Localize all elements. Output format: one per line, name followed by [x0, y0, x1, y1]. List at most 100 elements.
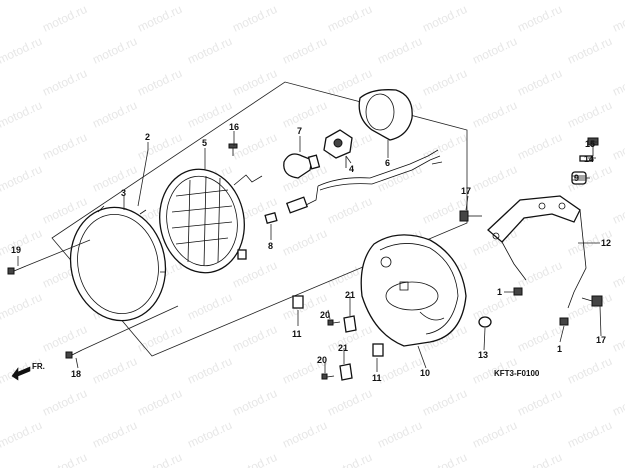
bolt-17-upper	[459, 210, 482, 222]
callout-13: 13	[478, 350, 488, 360]
callout-16: 16	[229, 122, 239, 132]
watermark-text: motod.ru	[230, 450, 279, 468]
watermark-text: motod.ru	[325, 2, 374, 35]
headlight-case	[360, 234, 467, 347]
callout-12: 12	[601, 238, 611, 248]
lens-spring-clip	[233, 174, 263, 186]
watermark-text: motod.ru	[230, 322, 279, 355]
callout-15: 15	[585, 139, 595, 149]
callout-21-upper: 21	[345, 290, 355, 300]
screw-16	[228, 143, 238, 156]
watermark-text: motod.ru	[40, 194, 89, 227]
diagram-code: KFT3-F0100	[494, 369, 540, 378]
watermark-text: motod.ru	[185, 354, 234, 387]
watermark-text: motod.ru	[230, 2, 279, 35]
callout-2: 2	[145, 132, 150, 142]
watermark-text: motod.ru	[90, 354, 139, 387]
watermark-text: motod.ru	[515, 130, 564, 163]
watermark-text: motod.ru	[515, 386, 564, 419]
callout-14: 14	[584, 154, 594, 164]
watermark-text: motod.ru	[40, 130, 89, 163]
watermark-text: motod.ru	[40, 450, 89, 468]
headlight-unit	[159, 168, 247, 274]
screw-20-lower	[321, 373, 335, 380]
watermark-text: motod.ru	[515, 66, 564, 99]
bulb-socket	[323, 129, 353, 168]
watermark-text: motod.ru	[375, 354, 424, 387]
watermark-text: motod.ru	[0, 0, 44, 3]
watermark-text: motod.ru	[610, 66, 625, 99]
watermark-text: motod.ru	[325, 194, 374, 227]
watermark-text: motod.ru	[185, 0, 234, 3]
watermark-text: motod.ru	[325, 450, 374, 468]
watermark-text: motod.ru	[470, 290, 519, 323]
watermark-text: motod.ru	[90, 98, 139, 131]
watermark-text: motod.ru	[610, 450, 625, 468]
cushion-pad	[264, 212, 278, 224]
leader-lines	[17, 131, 602, 373]
callout-11-upper: 11	[292, 329, 302, 339]
watermark-text: motod.ru	[230, 258, 279, 291]
watermark-text: motod.ru	[470, 98, 519, 131]
watermark-text: motod.ru	[0, 162, 44, 195]
watermark-text: motod.ru	[135, 322, 184, 355]
watermark-text: motod.ru	[375, 418, 424, 451]
watermark-text: motod.ru	[470, 418, 519, 451]
callout-10: 10	[420, 368, 430, 378]
dust-cover	[358, 89, 413, 141]
front-direction-arrow: FR.	[11, 362, 45, 381]
watermark-text: motod.ru	[565, 34, 614, 67]
watermark-text: motod.ru	[610, 130, 625, 163]
callout-numbers: 2 3 5 16 7 4 6 8 15 14 9 17 12 1 17 1 13…	[11, 122, 611, 383]
watermark-text: motod.ru	[610, 2, 625, 35]
watermark-text: motod.ru	[90, 34, 139, 67]
watermark-text: motod.ru	[0, 290, 44, 323]
watermark-text: motod.ru	[420, 194, 469, 227]
watermark-text: motod.ru	[565, 0, 614, 3]
watermark-text: motod.ru	[420, 66, 469, 99]
callout-9: 9	[574, 173, 579, 183]
bolt-17-lower	[581, 295, 603, 307]
screw-20-upper	[327, 319, 341, 326]
watermark-text: motod.ru	[375, 0, 424, 3]
watermark-text: motod.ru	[280, 418, 329, 451]
watermark-text: motod.ru	[0, 226, 44, 259]
watermark-text: motod.ru	[565, 98, 614, 131]
screw-19	[7, 265, 27, 275]
watermark-text: motod.ru	[610, 194, 625, 227]
watermark-text: motod.ru	[40, 386, 89, 419]
watermark-text: motod.ru	[185, 290, 234, 323]
watermark-text: motod.ru	[0, 34, 44, 67]
watermark-text: motod.ru	[420, 386, 469, 419]
headlight-bulb	[283, 153, 321, 179]
nut-1-upper	[513, 287, 523, 296]
wiring-harness	[285, 149, 443, 214]
callout-6: 6	[385, 158, 390, 168]
watermark-text: motod.ru	[565, 418, 614, 451]
callout-17-lower: 17	[596, 335, 606, 345]
watermark-text: motod.ru	[280, 0, 329, 3]
watermark-text: motod.ru	[610, 322, 625, 355]
watermark-text: motod.ru	[610, 386, 625, 419]
watermark-text: motod.ru	[0, 98, 44, 131]
watermark-text: motod.ru	[515, 2, 564, 35]
watermark-text: motod.ru	[90, 0, 139, 3]
watermark-text: motod.ru	[470, 162, 519, 195]
callout-1-upper: 1	[497, 287, 502, 297]
watermark-text: motod.ru	[420, 450, 469, 468]
callout-3: 3	[121, 188, 126, 198]
callout-1-lower: 1	[557, 344, 562, 354]
callout-20-lower: 20	[317, 355, 327, 365]
watermark-text: motod.ru	[135, 2, 184, 35]
nut-1-lower	[559, 317, 569, 326]
watermark-text: motod.ru	[135, 386, 184, 419]
watermark-text: motod.ru	[185, 98, 234, 131]
watermark-text: motod.ru	[230, 66, 279, 99]
callout-20-upper: 20	[320, 310, 330, 320]
washer-14	[579, 155, 593, 162]
watermark-text: motod.ru	[90, 162, 139, 195]
watermark-text: motod.ru	[375, 34, 424, 67]
watermark-text: motod.ru	[420, 2, 469, 35]
watermark-text: motod.ru	[325, 386, 374, 419]
